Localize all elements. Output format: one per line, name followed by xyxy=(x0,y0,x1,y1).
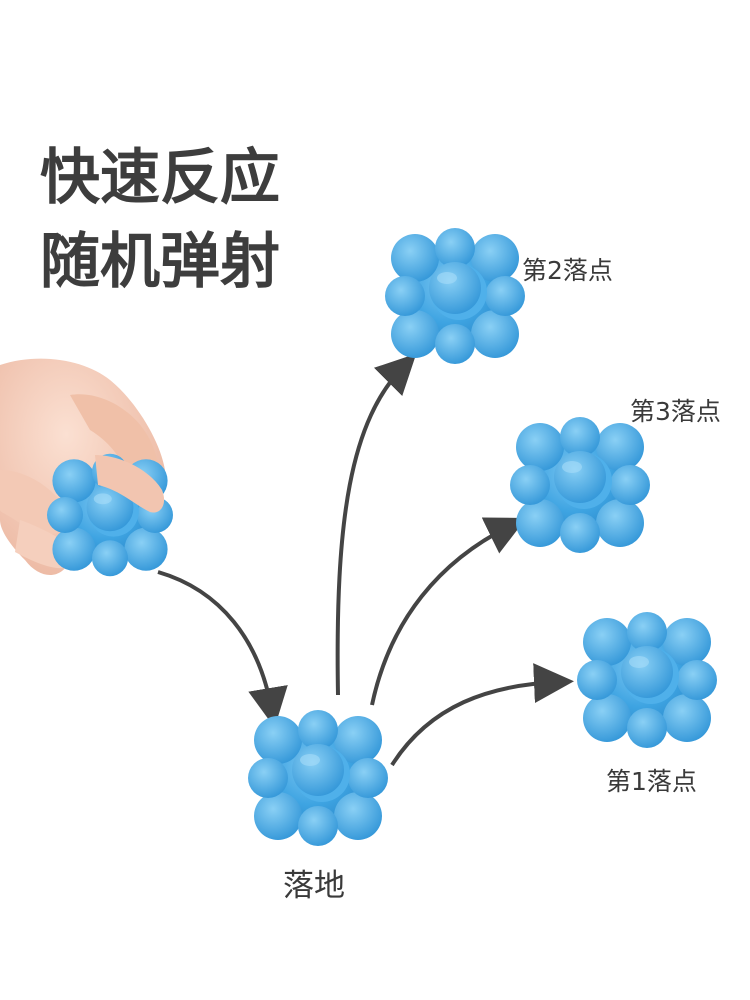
reaction-ball-landing-2 xyxy=(385,228,525,364)
label-ground: 落地 xyxy=(283,868,345,904)
reaction-ball-ground xyxy=(248,710,388,846)
arrow-to-landing-1 xyxy=(390,663,574,767)
reaction-ball-landing-1 xyxy=(577,612,717,748)
arrow-to-landing-3 xyxy=(370,517,527,706)
label-landing-3: 第3落点 xyxy=(630,397,721,426)
arrow-throw xyxy=(157,570,288,728)
label-landing-1: 第1落点 xyxy=(606,767,697,796)
headline-line-2: 随机弹射 xyxy=(40,227,280,297)
reaction-ball-landing-3 xyxy=(510,417,650,553)
thumb xyxy=(95,455,165,513)
headline-line-1: 快速反应 xyxy=(40,143,280,213)
arrow-to-landing-2 xyxy=(335,353,417,696)
headline: 快速反应 随机弹射 xyxy=(40,136,280,304)
label-landing-2: 第2落点 xyxy=(522,256,613,285)
